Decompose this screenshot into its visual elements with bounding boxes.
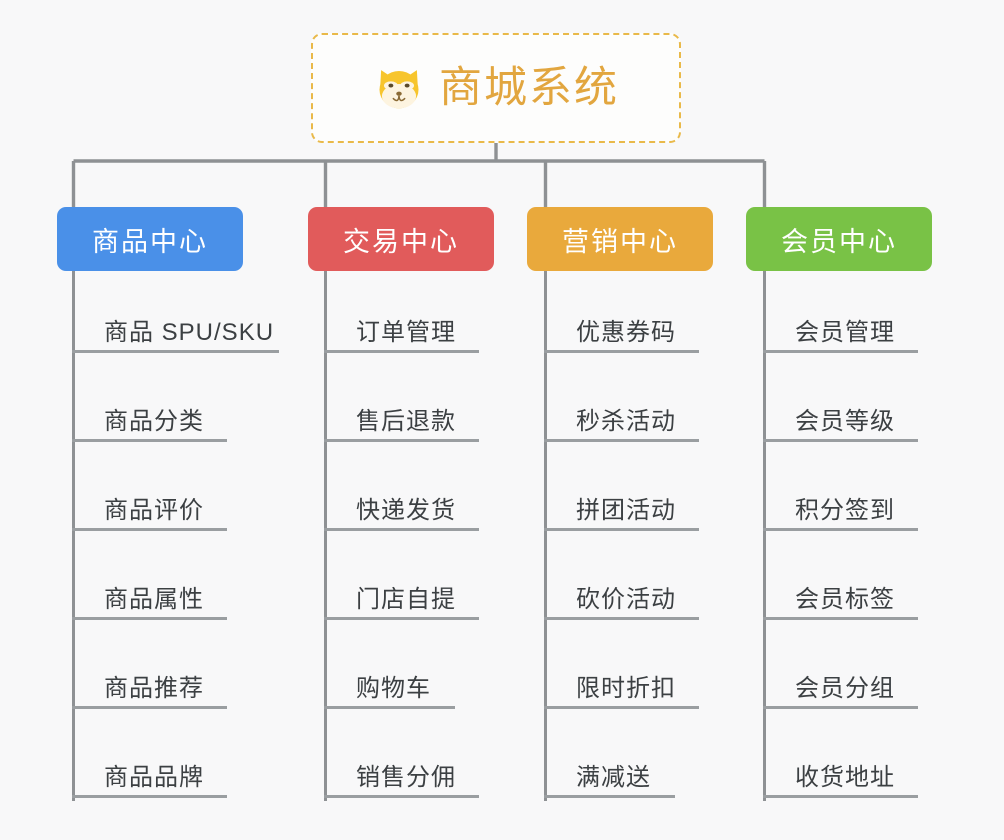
leaf-item[interactable]: 商品属性 xyxy=(72,576,227,620)
leaf-label: 积分签到 xyxy=(795,496,895,524)
leaf-underline xyxy=(544,706,699,709)
leaf-underline xyxy=(763,350,918,353)
leaf-label: 限时折扣 xyxy=(576,674,676,702)
leaf-item[interactable]: 限时折扣 xyxy=(544,665,699,709)
leaf-label: 商品品牌 xyxy=(104,763,204,791)
leaf-item[interactable]: 商品评价 xyxy=(72,487,227,531)
leaf-underline xyxy=(72,706,227,709)
category-label: 商品中心 xyxy=(92,226,208,257)
leaf-label: 拼团活动 xyxy=(576,496,676,524)
category-label: 会员中心 xyxy=(781,226,897,257)
leaf-label: 收货地址 xyxy=(795,763,895,791)
leaf-underline xyxy=(544,617,699,620)
leaf-item[interactable]: 拼团活动 xyxy=(544,487,699,531)
leaf-item[interactable]: 购物车 xyxy=(324,665,455,709)
leaf-label: 销售分佣 xyxy=(356,763,456,791)
leaf-item[interactable]: 满减送 xyxy=(544,754,675,798)
branch-spine xyxy=(324,271,327,801)
branch-spine xyxy=(763,271,766,801)
category-box-1[interactable]: 商品中心 xyxy=(57,207,243,271)
category-label: 营销中心 xyxy=(562,226,678,257)
leaf-item[interactable]: 积分签到 xyxy=(763,487,918,531)
leaf-item[interactable]: 商品 SPU/SKU xyxy=(72,309,279,353)
leaf-underline xyxy=(324,706,455,709)
leaf-underline xyxy=(324,350,479,353)
leaf-label: 砍价活动 xyxy=(576,585,676,613)
category-box-2[interactable]: 交易中心 xyxy=(308,207,494,271)
leaf-item[interactable]: 订单管理 xyxy=(324,309,479,353)
leaf-item[interactable]: 门店自提 xyxy=(324,576,479,620)
leaf-underline xyxy=(72,617,227,620)
leaf-label: 商品属性 xyxy=(104,585,204,613)
leaf-label: 会员等级 xyxy=(795,407,895,435)
leaf-underline xyxy=(544,528,699,531)
leaf-label: 商品推荐 xyxy=(104,674,204,702)
leaf-item[interactable]: 商品推荐 xyxy=(72,665,227,709)
leaf-label: 满减送 xyxy=(576,763,651,791)
leaf-label: 秒杀活动 xyxy=(576,407,676,435)
leaf-item[interactable]: 会员分组 xyxy=(763,665,918,709)
leaf-underline xyxy=(324,795,479,798)
leaf-underline xyxy=(72,795,227,798)
leaf-label: 商品 SPU/SKU xyxy=(104,318,275,346)
leaf-item[interactable]: 会员等级 xyxy=(763,398,918,442)
leaf-item[interactable]: 秒杀活动 xyxy=(544,398,699,442)
leaf-underline xyxy=(72,528,227,531)
leaf-underline xyxy=(544,795,675,798)
leaf-item[interactable]: 砍价活动 xyxy=(544,576,699,620)
leaf-underline xyxy=(763,795,918,798)
leaf-label: 订单管理 xyxy=(356,318,456,346)
branch-spine xyxy=(544,271,547,801)
leaf-underline xyxy=(324,617,479,620)
leaf-item[interactable]: 会员标签 xyxy=(763,576,918,620)
leaf-underline xyxy=(72,439,227,442)
leaf-underline xyxy=(763,617,918,620)
leaf-item[interactable]: 收货地址 xyxy=(763,754,918,798)
leaf-item[interactable]: 商品分类 xyxy=(72,398,227,442)
root-node[interactable]: 商城系统 xyxy=(311,33,681,143)
shiba-dog-face-icon xyxy=(379,70,419,110)
leaf-label: 会员管理 xyxy=(795,318,895,346)
leaf-underline xyxy=(324,439,479,442)
leaf-item[interactable]: 商品品牌 xyxy=(72,754,227,798)
leaf-item[interactable]: 优惠券码 xyxy=(544,309,699,353)
leaf-underline xyxy=(763,706,918,709)
leaf-label: 售后退款 xyxy=(356,407,456,435)
leaf-underline xyxy=(763,439,918,442)
leaf-label: 购物车 xyxy=(356,674,431,702)
leaf-underline xyxy=(763,528,918,531)
leaf-label: 会员标签 xyxy=(795,585,895,613)
branch-spine xyxy=(72,271,75,801)
leaf-item[interactable]: 快递发货 xyxy=(324,487,479,531)
leaf-underline xyxy=(544,439,699,442)
leaf-item[interactable]: 销售分佣 xyxy=(324,754,479,798)
leaf-label: 快递发货 xyxy=(356,496,456,524)
category-label: 交易中心 xyxy=(343,226,459,257)
leaf-underline xyxy=(72,350,279,353)
leaf-underline xyxy=(544,350,699,353)
category-box-3[interactable]: 营销中心 xyxy=(527,207,713,271)
leaf-label: 商品评价 xyxy=(104,496,204,524)
leaf-item[interactable]: 会员管理 xyxy=(763,309,918,353)
leaf-label: 门店自提 xyxy=(356,585,456,613)
category-box-4[interactable]: 会员中心 xyxy=(746,207,932,271)
leaf-item[interactable]: 售后退款 xyxy=(324,398,479,442)
leaf-underline xyxy=(324,528,479,531)
leaf-label: 商品分类 xyxy=(104,407,204,435)
root-title: 商城系统 xyxy=(439,63,619,112)
leaf-label: 优惠券码 xyxy=(576,318,676,346)
leaf-label: 会员分组 xyxy=(795,674,895,702)
